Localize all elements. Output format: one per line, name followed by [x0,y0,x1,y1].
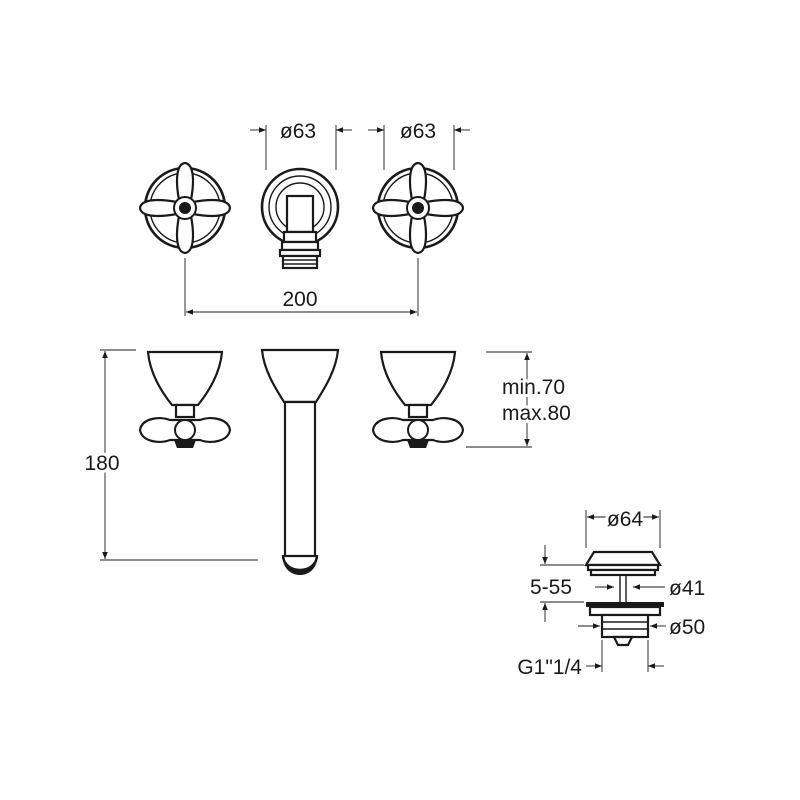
spout-top-view [260,167,340,270]
label-handle-diameter-1: ø63 [280,120,316,143]
dimension-height: 180 [81,349,258,561]
dimension-handle-diameter-1: ø63 [250,120,352,170]
label-projection-max: max.80 [502,402,571,425]
label-waste-thread: G1"1/4 [517,656,582,679]
label-waste-stem-diameter: ø41 [669,577,705,600]
left-handle-top-view [138,161,232,255]
left-handle-front-view [138,350,232,448]
dimension-centre-distance: 200 [184,258,419,316]
right-handle-top-view [371,161,465,255]
dimension-waste-thickness: 5-55 [530,545,584,622]
dimension-waste-head-diameter: ø64 [585,505,661,548]
dimension-waste-thread: G1"1/4 [517,640,664,679]
label-waste-thickness: 5-55 [530,576,572,599]
label-height: 180 [84,452,119,475]
spout-front-view [260,348,340,575]
label-centre-distance: 200 [282,288,317,311]
dimension-handle-diameter-2: ø63 [368,120,470,170]
waste-detail: ø64 5-55 ø41 ø50 G1"1/4 [517,505,705,679]
dimension-waste-stem-diameter: ø41 [595,577,705,600]
dimension-waste-flange-diameter: ø50 [578,616,705,639]
right-handle-front-view [371,350,465,448]
front-view: 180 min.70 max.80 [81,348,574,575]
label-projection-min: min.70 [502,376,565,399]
dimension-projection: min.70 max.80 [466,351,574,448]
top-view: ø63 ø63 200 [138,120,470,316]
label-handle-diameter-2: ø63 [400,120,436,143]
label-waste-flange-diameter: ø50 [669,616,705,639]
label-waste-head-diameter: ø64 [607,508,644,531]
